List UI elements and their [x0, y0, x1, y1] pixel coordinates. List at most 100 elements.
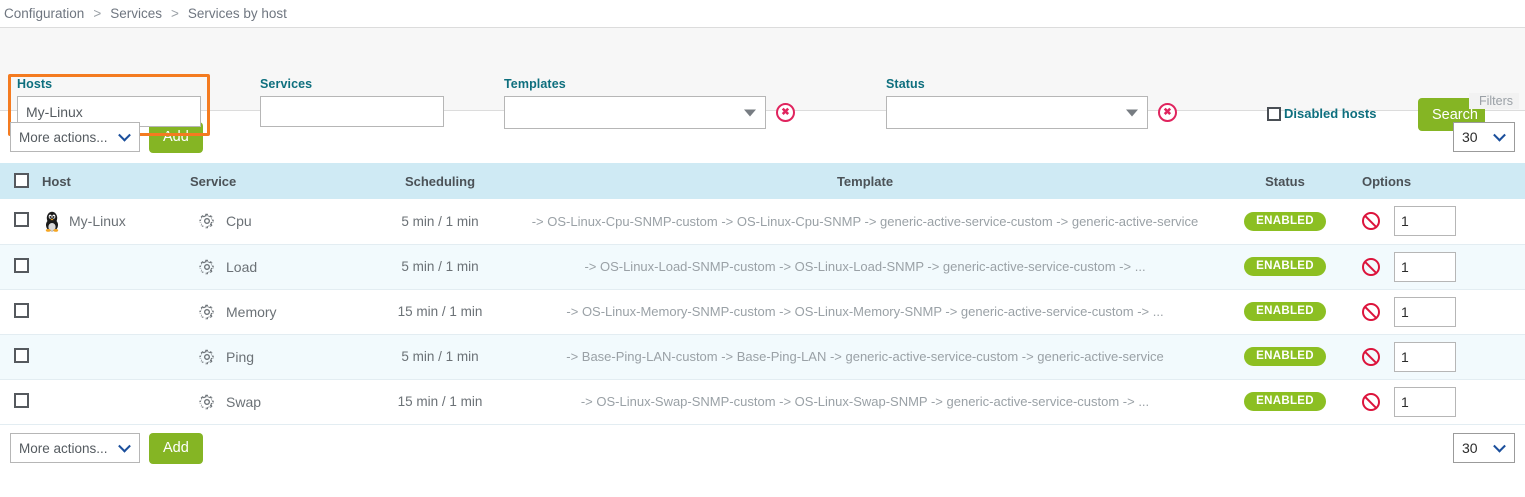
- filter-bar: Hosts Services Templates ✖ Status: [0, 27, 1525, 136]
- options-cell-content: [1350, 251, 1525, 282]
- row-host-cell: [42, 379, 190, 425]
- options-cell-content: [1350, 206, 1525, 237]
- more-actions-select-top[interactable]: More actions...: [10, 122, 140, 152]
- column-header-options-text: Options: [1362, 174, 1412, 189]
- option-value-input[interactable]: [1394, 206, 1456, 237]
- row-options-cell: [1350, 199, 1525, 245]
- row-status-cell: ENABLED: [1220, 334, 1350, 380]
- option-value-input[interactable]: [1394, 251, 1456, 282]
- row-checkbox[interactable]: [13, 212, 29, 228]
- breadcrumb-separator: >: [170, 6, 179, 21]
- row-options-cell: [1350, 244, 1525, 290]
- hosts-input[interactable]: [17, 96, 201, 127]
- status-badge: ENABLED: [1244, 347, 1326, 366]
- row-status-cell: ENABLED: [1220, 379, 1350, 425]
- filter-group-services: Services: [260, 77, 444, 127]
- column-header-options[interactable]: Options: [1350, 164, 1525, 199]
- add-button-bottom[interactable]: Add: [149, 432, 203, 464]
- row-template-cell: -> Base-Ping-LAN-custom -> Base-Ping-LAN…: [510, 334, 1220, 380]
- table-row[interactable]: My-Linux Cpu 5 min / 1 min -> OS-Linux-C…: [0, 199, 1525, 245]
- column-header-scheduling[interactable]: Scheduling: [370, 164, 510, 199]
- row-checkbox[interactable]: [13, 347, 29, 363]
- row-template-cell: -> OS-Linux-Swap-SNMP-custom -> OS-Linux…: [510, 379, 1220, 425]
- service-name[interactable]: Swap: [226, 393, 262, 410]
- templates-select[interactable]: [504, 96, 766, 129]
- template-text: -> Base-Ping-LAN-custom -> Base-Ping-LAN…: [566, 349, 1164, 364]
- row-service-cell: Ping: [190, 334, 370, 380]
- row-service-cell: Memory: [190, 289, 370, 335]
- filter-group-status: Status ✖: [886, 77, 1177, 129]
- table-row[interactable]: Swap 15 min / 1 min -> OS-Linux-Swap-SNM…: [0, 379, 1525, 425]
- chevron-down-icon: [1126, 109, 1138, 116]
- breadcrumb-item-services-by-host[interactable]: Services by host: [187, 6, 287, 21]
- row-service-cell: Load: [190, 244, 370, 290]
- status-badge: ENABLED: [1244, 257, 1326, 276]
- option-value-input[interactable]: [1394, 341, 1456, 372]
- column-header-template[interactable]: Template: [510, 164, 1220, 199]
- status-badge: ENABLED: [1244, 211, 1326, 231]
- services-table: Host Service Scheduling Template Status …: [0, 164, 1525, 425]
- table-row[interactable]: Memory 15 min / 1 min -> OS-Linux-Memory…: [0, 289, 1525, 335]
- disable-icon[interactable]: [1362, 302, 1380, 321]
- table-body: My-Linux Cpu 5 min / 1 min -> OS-Linux-C…: [0, 199, 1525, 425]
- row-service-cell: Swap: [190, 379, 370, 425]
- column-header-host[interactable]: Host: [42, 164, 190, 199]
- disabled-hosts-checkbox-group[interactable]: Disabled hosts: [1267, 106, 1376, 121]
- row-select-cell: [0, 244, 42, 290]
- service-name[interactable]: Memory: [226, 303, 277, 320]
- template-text: -> OS-Linux-Swap-SNMP-custom -> OS-Linux…: [580, 394, 1150, 409]
- page-size-select-bottom[interactable]: 30: [1453, 433, 1515, 463]
- gear-icon: [199, 304, 214, 319]
- row-scheduling-cell: 5 min / 1 min: [370, 244, 510, 290]
- row-status-cell: ENABLED: [1220, 199, 1350, 245]
- breadcrumb-item-services[interactable]: Services: [110, 6, 162, 21]
- row-options-cell: [1350, 379, 1525, 425]
- disable-icon[interactable]: [1362, 257, 1380, 276]
- breadcrumb-separator: >: [93, 6, 102, 21]
- template-text: -> OS-Linux-Memory-SNMP-custom -> OS-Lin…: [566, 304, 1164, 319]
- toolbar-bottom: More actions... Add 30: [0, 424, 1525, 472]
- table-row[interactable]: Ping 5 min / 1 min -> Base-Ping-LAN-cust…: [0, 334, 1525, 380]
- row-checkbox[interactable]: [13, 302, 29, 318]
- host-name[interactable]: My-Linux: [69, 213, 126, 230]
- option-value-input[interactable]: [1394, 386, 1456, 417]
- row-scheduling-cell: 5 min / 1 min: [370, 334, 510, 380]
- column-header-status[interactable]: Status: [1220, 164, 1350, 199]
- templates-clear-icon[interactable]: ✖: [776, 103, 795, 122]
- services-input[interactable]: [260, 96, 444, 127]
- status-select[interactable]: [886, 96, 1148, 129]
- row-checkbox[interactable]: [13, 392, 29, 408]
- more-actions-select-bottom[interactable]: More actions...: [10, 433, 140, 463]
- options-cell-content: [1350, 296, 1525, 327]
- row-select-cell: [0, 289, 42, 335]
- row-checkbox[interactable]: [13, 257, 29, 273]
- disable-icon[interactable]: [1362, 212, 1380, 231]
- filters-tag[interactable]: Filters: [1468, 93, 1519, 109]
- disabled-hosts-checkbox[interactable]: [1267, 106, 1281, 121]
- template-text: -> OS-Linux-Load-SNMP-custom -> OS-Linux…: [584, 259, 1146, 274]
- service-name[interactable]: Ping: [226, 348, 255, 365]
- table-row[interactable]: Load 5 min / 1 min -> OS-Linux-Load-SNMP…: [0, 244, 1525, 290]
- gear-icon: [199, 259, 214, 274]
- service-name[interactable]: Load: [226, 258, 258, 275]
- disable-icon[interactable]: [1362, 347, 1380, 366]
- option-value-input[interactable]: [1394, 296, 1456, 327]
- row-select-cell: [0, 379, 42, 425]
- select-all-checkbox[interactable]: [13, 172, 29, 188]
- column-header-service[interactable]: Service: [190, 164, 370, 199]
- service-name[interactable]: Cpu: [226, 213, 252, 230]
- row-scheduling-cell: 15 min / 1 min: [370, 379, 510, 425]
- row-host-cell: [42, 244, 190, 290]
- disable-icon[interactable]: [1362, 392, 1380, 411]
- filter-group-templates: Templates ✖: [504, 77, 795, 129]
- service-cell-content: Load: [190, 258, 370, 276]
- services-label: Services: [260, 77, 313, 91]
- breadcrumb-item-configuration[interactable]: Configuration: [4, 6, 85, 21]
- chevron-down-icon: [744, 109, 756, 116]
- row-service-cell: Cpu: [190, 199, 370, 245]
- page-size-select-top[interactable]: 30: [1453, 122, 1515, 152]
- row-select-cell: [0, 199, 42, 245]
- service-cell-content: Memory: [190, 303, 370, 321]
- row-host-cell: [42, 334, 190, 380]
- status-clear-icon[interactable]: ✖: [1158, 103, 1177, 122]
